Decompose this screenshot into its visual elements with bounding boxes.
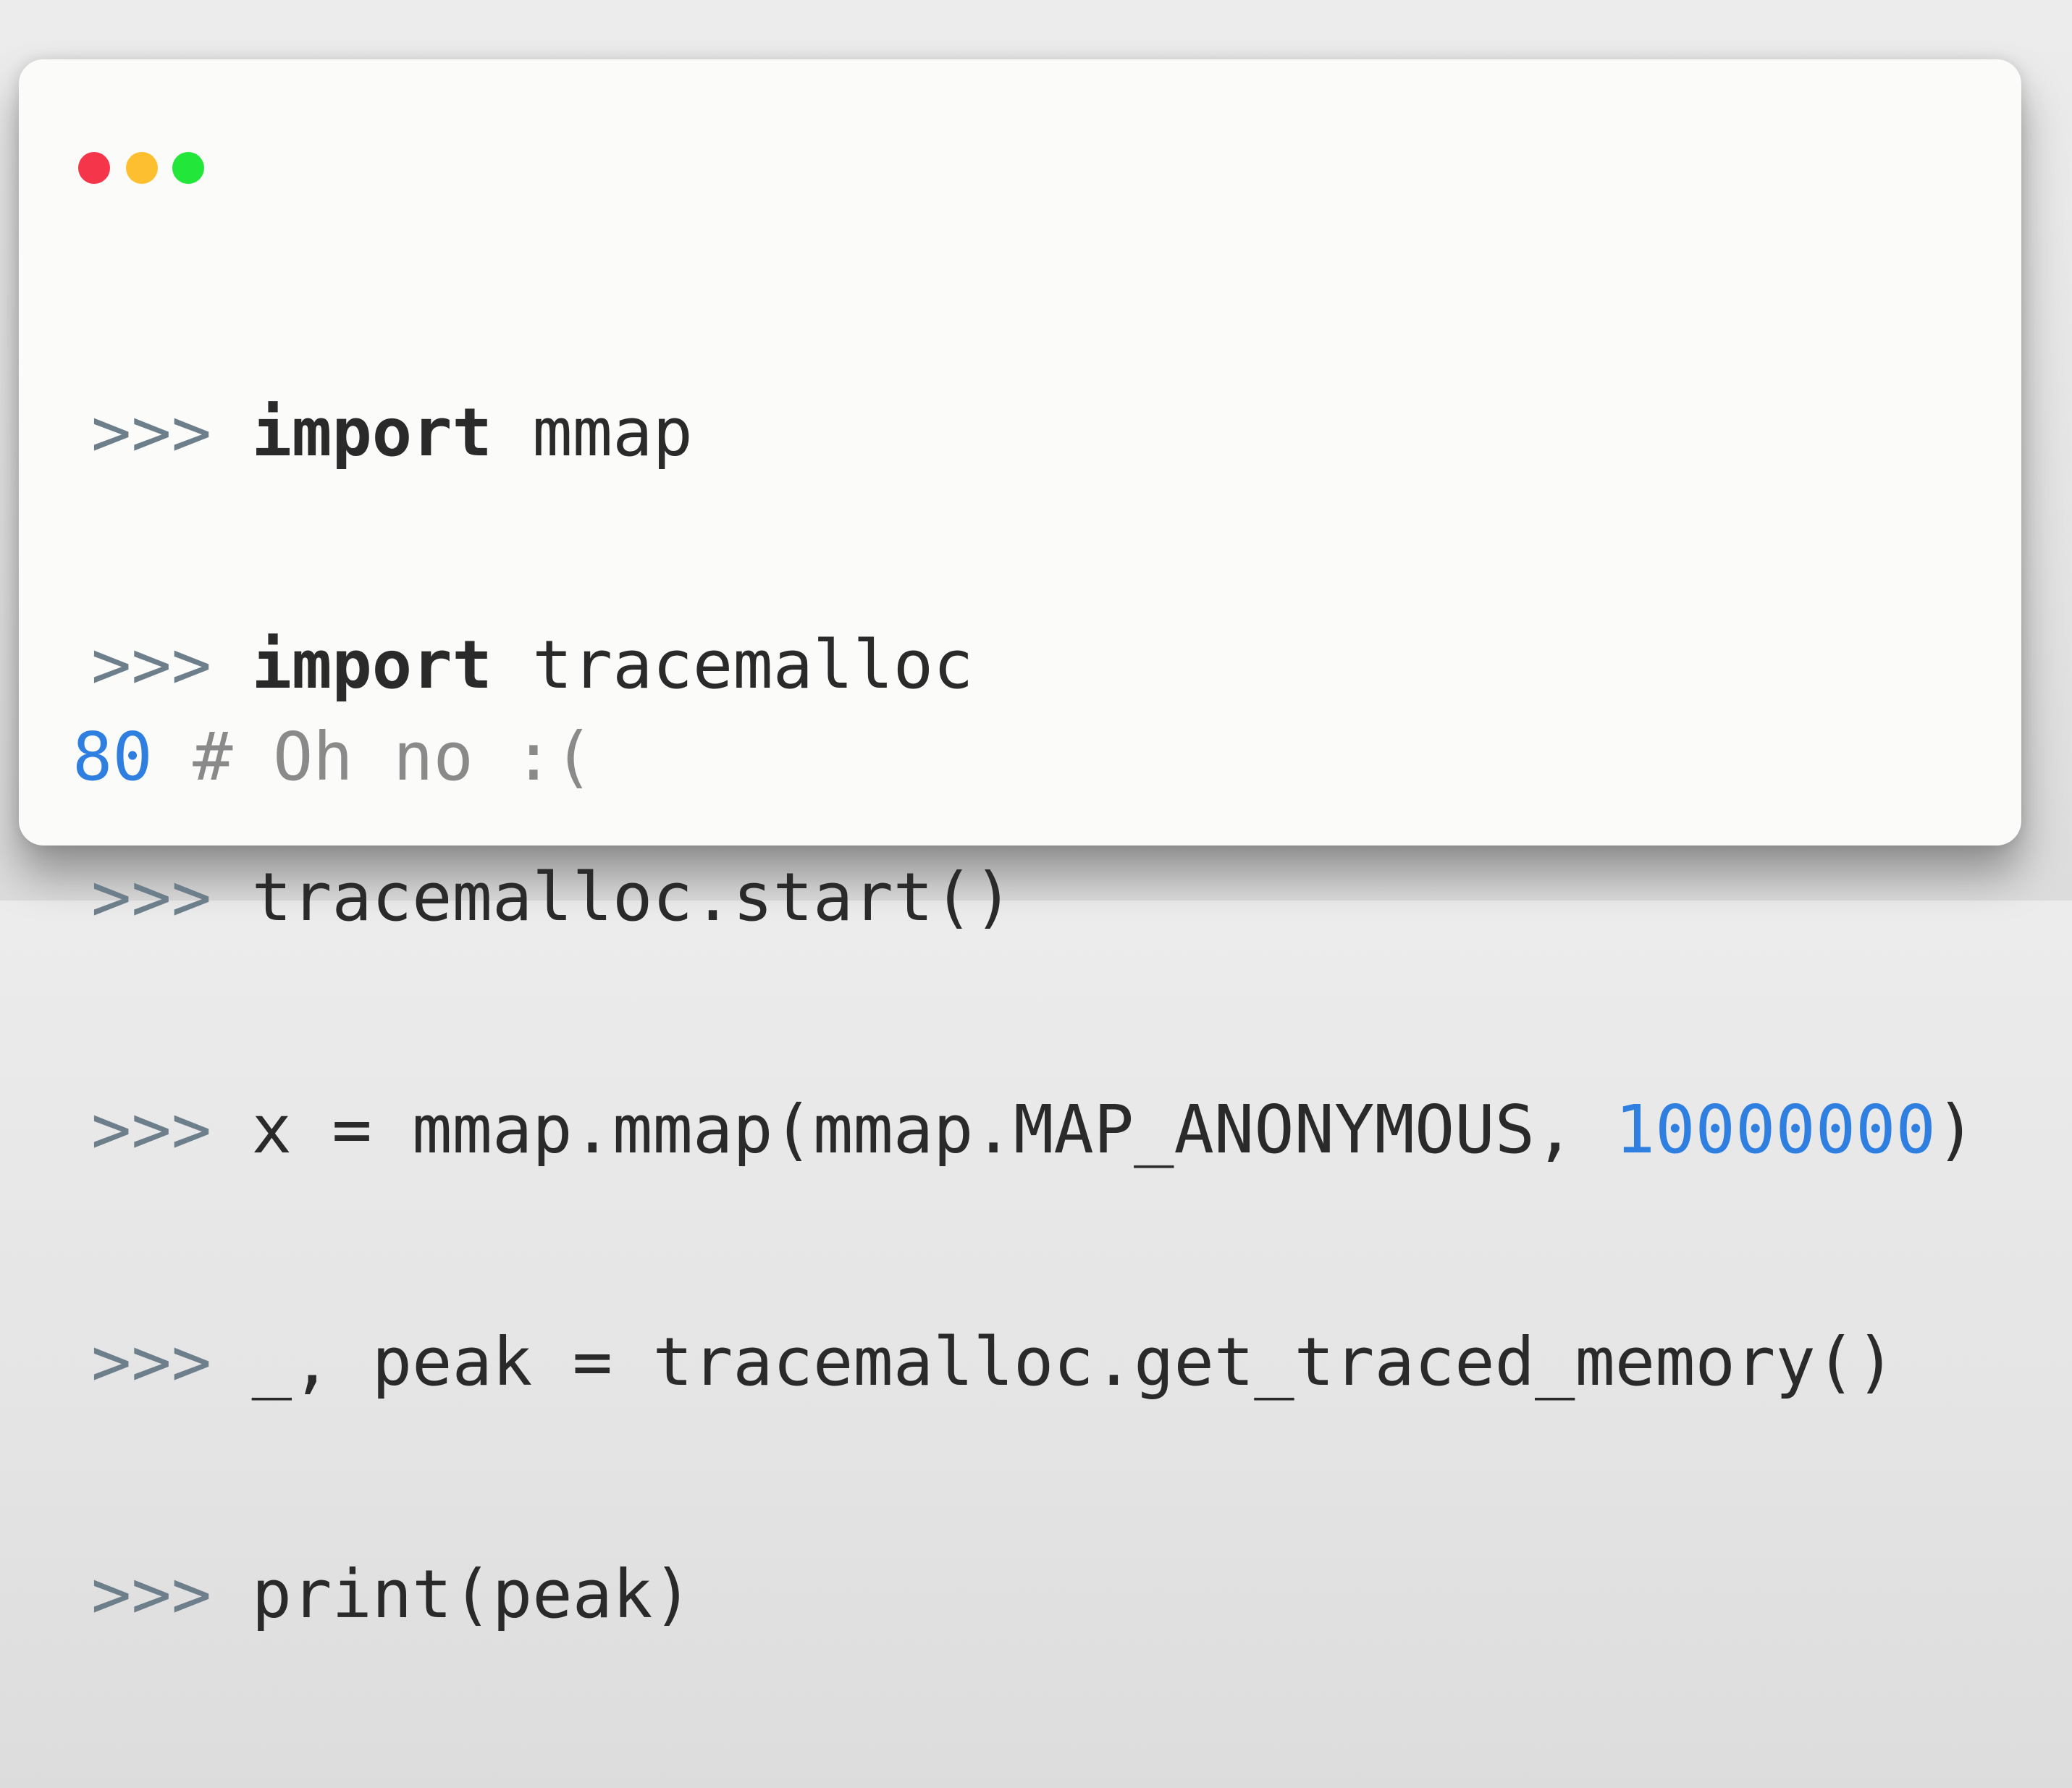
- code-text: tracemalloc: [492, 626, 974, 704]
- code-line: >>> print(peak): [91, 1556, 1976, 1633]
- prompt: >>>: [91, 626, 252, 704]
- prompt: >>>: [91, 1556, 252, 1633]
- keyword: import: [251, 394, 492, 471]
- output-comment: # Oh no :(: [152, 718, 594, 796]
- prompt: >>>: [91, 1091, 252, 1168]
- output-value: 80: [72, 718, 153, 796]
- output-line: 80 # Oh no :(: [72, 718, 594, 796]
- close-button[interactable]: [78, 152, 110, 184]
- code-text: print(peak): [251, 1556, 693, 1633]
- code-text: x = mmap.mmap(mmap.MAP_ANONYMOUS,: [251, 1091, 1615, 1168]
- code-text: ): [1935, 1091, 1976, 1168]
- code-block: >>> import mmap >>> import tracemalloc >…: [91, 239, 1976, 1788]
- code-line: >>> tracemalloc.start(): [91, 859, 1976, 936]
- keyword: import: [251, 626, 492, 704]
- code-line: >>> import tracemalloc: [91, 626, 1976, 704]
- code-line: >>> import mmap: [91, 394, 1976, 471]
- code-text: mmap: [492, 394, 693, 471]
- prompt: >>>: [91, 1323, 252, 1401]
- zoom-button[interactable]: [172, 152, 204, 184]
- number-literal: 10000000: [1614, 1091, 1936, 1168]
- prompt: >>>: [91, 394, 252, 471]
- minimize-button[interactable]: [126, 152, 158, 184]
- code-text: tracemalloc.start(): [251, 859, 1014, 936]
- code-line: >>> x = mmap.mmap(mmap.MAP_ANONYMOUS, 10…: [91, 1091, 1976, 1168]
- code-text: _, peak = tracemalloc.get_traced_memory(…: [251, 1323, 1896, 1401]
- prompt: >>>: [91, 859, 252, 936]
- code-line: >>> _, peak = tracemalloc.get_traced_mem…: [91, 1323, 1976, 1401]
